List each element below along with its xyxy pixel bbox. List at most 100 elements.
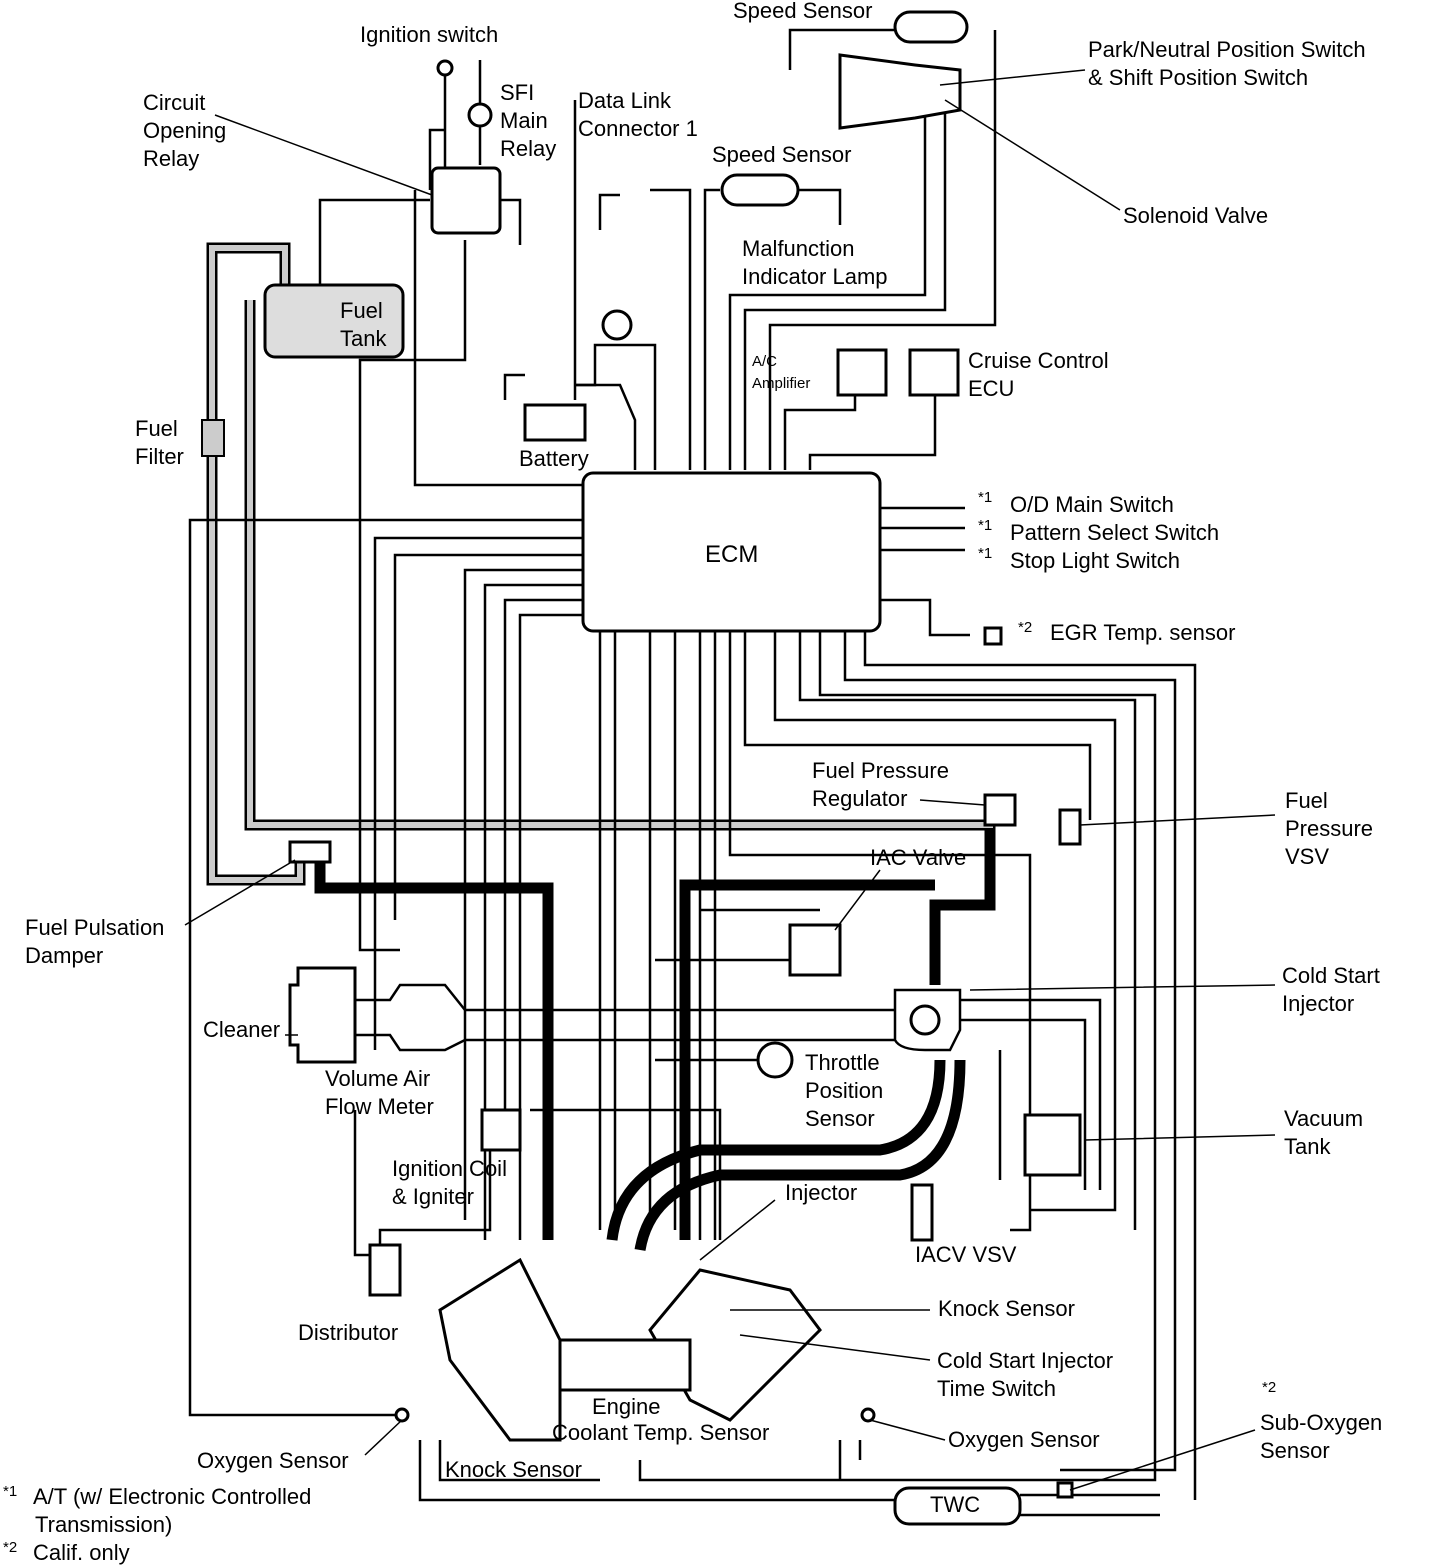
label-coolant-temp-sensor: Coolant Temp. Sensor xyxy=(552,1420,769,1445)
label-data-link-connector: Data Link xyxy=(578,88,672,113)
mark-1: *1 xyxy=(978,517,992,534)
label-circuit-opening-relay: Opening xyxy=(143,118,226,143)
footnotes: *1 A/T (w/ Electronic Controlled Transmi… xyxy=(3,1483,311,1565)
label-vacuum-tank: Tank xyxy=(1284,1134,1331,1159)
oxygen-sensor-left-icon xyxy=(394,1407,410,1423)
ignition-coil-icon xyxy=(480,1108,522,1152)
label-ac-amplifier: Amplifier xyxy=(752,375,810,392)
left-cylinder-bank xyxy=(438,1257,562,1442)
label-cold-start-injector: Cold Start xyxy=(1282,963,1380,988)
footnote-1: Transmission) xyxy=(35,1512,172,1537)
label-cold-start-time-switch: Cold Start Injector xyxy=(937,1348,1113,1373)
footnote-2-mark: *2 xyxy=(3,1539,17,1556)
mark-1: *1 xyxy=(978,545,992,562)
label-cold-start-time-switch: Time Switch xyxy=(937,1376,1056,1401)
transmission-switch-icon xyxy=(838,53,962,130)
label-twc: TWC xyxy=(930,1492,980,1517)
label-circuit-opening-relay: Circuit xyxy=(143,90,205,115)
label-volume-air-flow-meter: Flow Meter xyxy=(325,1094,434,1119)
label-fuel-tank: Fuel xyxy=(340,298,383,323)
label-fuel-pressure-regulator: Regulator xyxy=(812,786,907,811)
label-fuel-pressure-vsv: Fuel xyxy=(1285,788,1328,813)
label-ecm: ECM xyxy=(705,541,758,568)
leader-lines xyxy=(184,69,1276,1491)
throttle-body-icon xyxy=(909,1004,941,1036)
label-throttle-position-sensor: Throttle xyxy=(805,1050,880,1075)
label-egr-temp-sensor: EGR Temp. sensor xyxy=(1050,620,1235,645)
battery-icon xyxy=(523,403,587,442)
malfunction-indicator-lamp-icon xyxy=(601,309,633,341)
label-fuel-filter: Filter xyxy=(135,444,184,469)
label-mil: Indicator Lamp xyxy=(742,264,888,289)
sub-oxygen-sensor-icon xyxy=(1056,1481,1074,1499)
signal-wires xyxy=(188,28,1197,1500)
label-cleaner: Cleaner xyxy=(203,1017,280,1042)
label-knock-sensor-right: Knock Sensor xyxy=(938,1296,1075,1321)
label-throttle-position-sensor: Sensor xyxy=(805,1106,875,1131)
iac-valve-icon xyxy=(788,923,842,977)
label-coolant-temp-sensor: Engine xyxy=(592,1394,661,1419)
mark-2: *2 xyxy=(1018,619,1032,636)
label-cruise-control-ecu: Cruise Control xyxy=(968,348,1109,373)
label-fuel-filter: Fuel xyxy=(135,416,178,441)
label-fuel-tank: Tank xyxy=(340,326,387,351)
label-ignition-coil: & Igniter xyxy=(392,1184,474,1209)
label-oxygen-sensor-right: Oxygen Sensor xyxy=(948,1427,1100,1452)
components xyxy=(201,10,1160,1526)
label-battery: Battery xyxy=(519,446,589,471)
ignition-switch-terminal xyxy=(436,59,454,77)
vacuum-tank-icon xyxy=(1023,1113,1082,1177)
label-solenoid-valve: Solenoid Valve xyxy=(1123,203,1268,228)
label-sub-oxygen-sensor: Sensor xyxy=(1260,1438,1330,1463)
label-cruise-control-ecu: ECU xyxy=(968,376,1014,401)
label-injector: Injector xyxy=(785,1180,857,1205)
fuel-tank-icon xyxy=(263,283,405,359)
ecm-box xyxy=(581,471,882,633)
label-sfi-main-relay: Main xyxy=(500,108,548,133)
label-ignition-switch: Ignition switch xyxy=(360,22,498,47)
labels: Speed Sensor Ignition switch Park/Neutra… xyxy=(25,0,1382,1517)
label-fuel-pressure-vsv: Pressure xyxy=(1285,816,1373,841)
fuel-filter-icon xyxy=(201,419,225,457)
oxygen-sensor-right-icon xyxy=(860,1407,876,1423)
label-park-neutral-2: & Shift Position Switch xyxy=(1088,65,1308,90)
label-data-link-connector: Connector 1 xyxy=(578,116,698,141)
label-ac-amplifier: A/C xyxy=(752,353,777,370)
footnote-1: A/T (w/ Electronic Controlled xyxy=(33,1484,311,1509)
mark-2: *2 xyxy=(1262,1379,1276,1396)
label-fuel-pressure-vsv: VSV xyxy=(1285,844,1329,869)
label-od-main-switch: O/D Main Switch xyxy=(1010,492,1174,517)
egr-temp-sensor-icon xyxy=(983,626,1003,646)
label-vacuum-tank: Vacuum xyxy=(1284,1106,1363,1131)
label-sfi-main-relay: SFI xyxy=(500,80,534,105)
label-distributor: Distributor xyxy=(298,1320,398,1345)
label-knock-sensor-left: Knock Sensor xyxy=(445,1457,582,1482)
fuel-pulsation-damper-icon xyxy=(288,840,332,864)
fuel-pressure-regulator-icon xyxy=(983,793,1017,827)
label-fuel-pulsation-damper: Fuel Pulsation xyxy=(25,915,164,940)
label-cold-start-injector: Injector xyxy=(1282,991,1354,1016)
label-volume-air-flow-meter: Volume Air xyxy=(325,1066,430,1091)
throttle-position-sensor-icon xyxy=(756,1041,794,1079)
label-iac-valve: IAC Valve xyxy=(870,845,966,870)
speed-sensor-top-icon xyxy=(893,10,969,44)
label-throttle-position-sensor: Position xyxy=(805,1078,883,1103)
label-pattern-select-switch: Pattern Select Switch xyxy=(1010,520,1219,545)
iacv-vsv-icon xyxy=(910,1183,934,1242)
speed-sensor-mid-icon xyxy=(720,173,800,207)
label-fuel-pulsation-damper: Damper xyxy=(25,943,103,968)
footnote-2: Calif. only xyxy=(33,1540,130,1565)
label-oxygen-sensor-left: Oxygen Sensor xyxy=(197,1448,349,1473)
label-ignition-coil: Ignition Coil xyxy=(392,1156,507,1181)
right-cylinder-bank xyxy=(648,1268,822,1422)
label-speed-sensor-mid: Speed Sensor xyxy=(712,142,851,167)
label-park-neutral-1: Park/Neutral Position Switch xyxy=(1088,37,1366,62)
label-mil: Malfunction xyxy=(742,236,855,261)
mark-1: *1 xyxy=(978,489,992,506)
footnote-1-mark: *1 xyxy=(3,1483,17,1500)
label-speed-sensor-top: Speed Sensor xyxy=(733,0,872,23)
cruise-control-ecu-icon xyxy=(908,348,960,397)
label-circuit-opening-relay: Relay xyxy=(143,146,199,171)
intake-manifold xyxy=(558,1338,692,1392)
